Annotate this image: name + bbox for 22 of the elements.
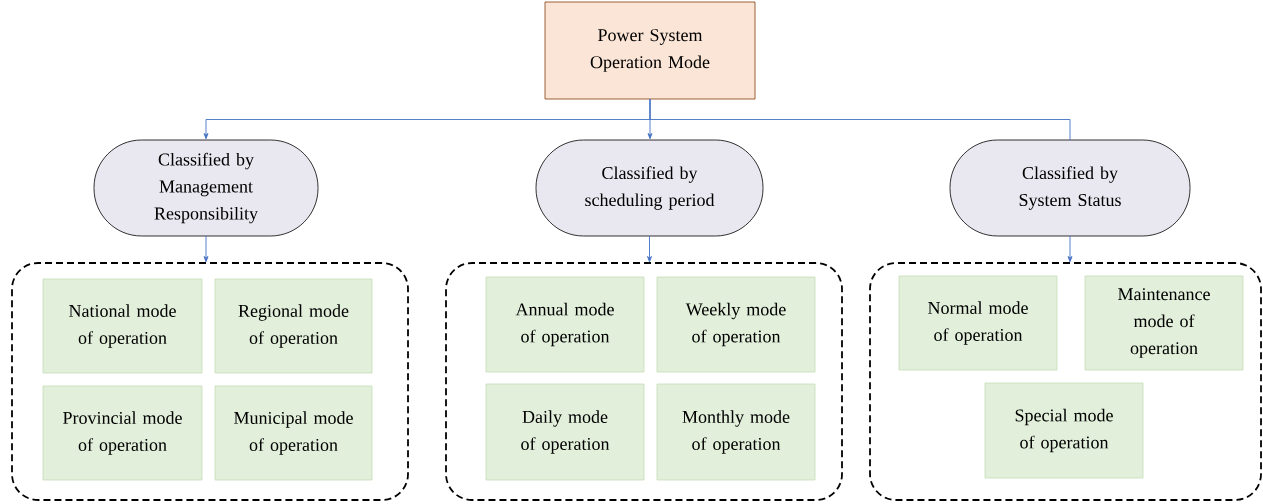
mode-box: Regional mode of operation [214,278,373,374]
arrow [203,235,209,263]
mode-box: Monthly mode of operation [656,383,816,481]
dashed-group-box [869,262,1262,501]
connector-line [649,98,1071,141]
mode-box: Special mode of operation [984,382,1144,479]
mode-box: Provincial mode of operation [42,385,203,481]
root-box: Power System Operation Mode [544,1,756,100]
arrow [647,235,652,263]
mode-box: National mode of operation [42,278,203,374]
mode-box: Weekly mode of operation [656,276,816,373]
mode-box: Normal mode of operation [898,275,1058,371]
mode-box: Annual mode of operation [485,276,645,373]
dashed-group-box [445,262,843,501]
dashed-group-box [11,262,409,501]
arrow [1067,235,1073,263]
mode-box: Municipal mode of operation [214,385,373,481]
category-pill: Classified by Management Responsibility [93,139,319,237]
mode-box: Maintenance mode of operation [1084,275,1244,371]
category-pill: Classified by System Status [949,139,1191,237]
mode-box: Daily mode of operation [485,383,645,481]
category-pill: Classified by scheduling period [535,139,764,237]
